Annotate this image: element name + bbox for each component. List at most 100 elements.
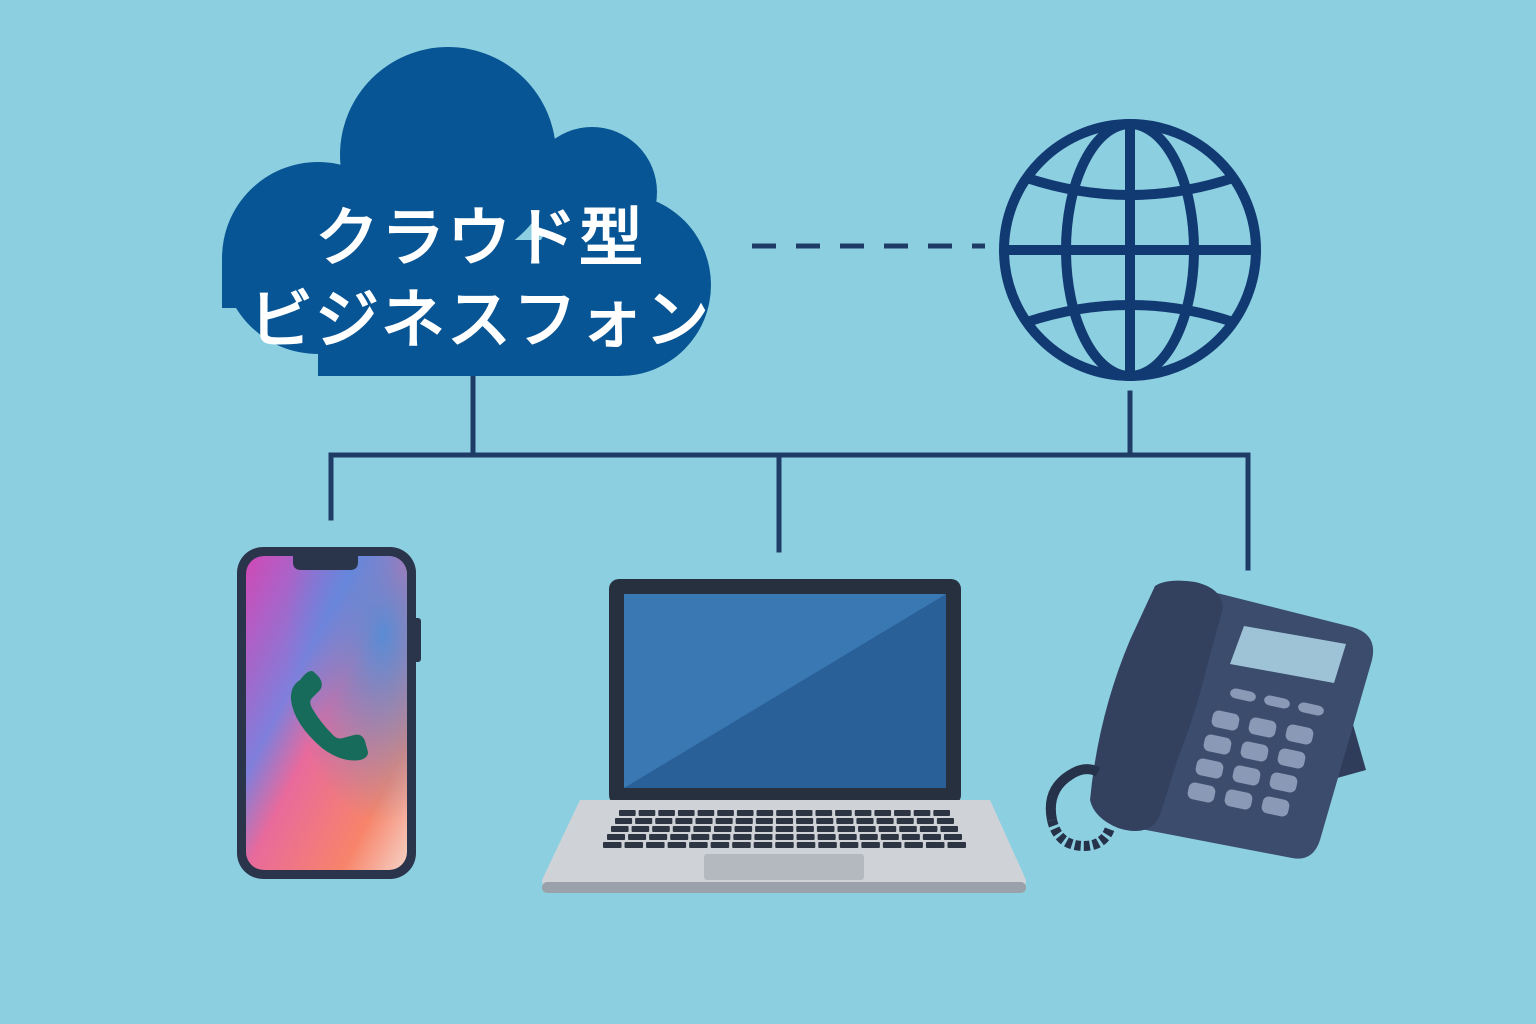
keyboard-key bbox=[816, 818, 834, 824]
keyboard-key bbox=[818, 842, 837, 848]
connection-lines bbox=[328, 373, 1251, 571]
keyboard-key bbox=[655, 818, 673, 824]
phone-display bbox=[1230, 626, 1346, 683]
keyboard-key bbox=[796, 826, 814, 832]
keypad-key bbox=[1261, 796, 1290, 817]
keypad-key bbox=[1232, 765, 1261, 786]
keypad-key bbox=[1248, 717, 1277, 738]
keyboard-key bbox=[796, 834, 815, 840]
keyboard-key bbox=[922, 834, 941, 840]
keyboard-key bbox=[756, 810, 774, 816]
keyboard-key bbox=[901, 834, 920, 840]
keyboard-key bbox=[837, 826, 856, 832]
keyboard-key bbox=[603, 842, 622, 848]
keyboard-key bbox=[899, 826, 917, 832]
keyboard-key bbox=[732, 842, 751, 848]
keyboard-key bbox=[882, 842, 902, 848]
keyboard-key bbox=[652, 826, 670, 832]
keyboard-key bbox=[733, 834, 752, 840]
keyboard-key bbox=[836, 818, 854, 824]
keyboard-key bbox=[689, 842, 708, 848]
keypad-key bbox=[1224, 789, 1253, 810]
keyboard-key bbox=[670, 834, 689, 840]
globe-icon bbox=[999, 119, 1261, 381]
keyboard-key bbox=[667, 842, 687, 848]
keyboard-key bbox=[835, 810, 852, 816]
desk-phone-icon bbox=[1045, 580, 1374, 859]
keyboard-key bbox=[916, 818, 934, 824]
function-key bbox=[1264, 695, 1290, 709]
keyboard-key bbox=[624, 842, 644, 848]
keyboard-key bbox=[638, 810, 656, 816]
keyboard-key bbox=[658, 810, 675, 816]
keyboard bbox=[603, 810, 966, 848]
keypad bbox=[1187, 688, 1324, 817]
keypad-key bbox=[1277, 748, 1306, 769]
keyboard-key bbox=[880, 834, 899, 840]
keyboard-key bbox=[712, 834, 731, 840]
keyboard-key bbox=[649, 834, 668, 840]
keyboard-key bbox=[615, 818, 633, 824]
keyboard-key bbox=[904, 842, 923, 848]
cloud-label: クラウド型 ビジネスフォン bbox=[230, 198, 730, 362]
keyboard-key bbox=[940, 826, 958, 832]
keyboard-key bbox=[646, 842, 665, 848]
keyboard-key bbox=[672, 826, 691, 832]
keyboard-key bbox=[619, 810, 636, 816]
keypad-key bbox=[1203, 734, 1232, 755]
keyboard-key bbox=[611, 826, 629, 832]
keyboard-key bbox=[713, 826, 732, 832]
keypad-key bbox=[1211, 710, 1240, 731]
keyboard-key bbox=[607, 834, 626, 840]
keyboard-key bbox=[715, 818, 733, 824]
keyboard-key bbox=[817, 834, 836, 840]
keyboard-key bbox=[775, 826, 794, 832]
keyboard-key bbox=[815, 810, 833, 816]
cloud-label-line2: ビジネスフォン bbox=[249, 284, 711, 358]
keyboard-key bbox=[839, 842, 859, 848]
keypad-key bbox=[1285, 724, 1314, 745]
laptop-icon bbox=[542, 579, 1026, 893]
keyboard-key bbox=[878, 826, 897, 832]
cloud-icon bbox=[222, 47, 711, 376]
keyboard-key bbox=[754, 834, 773, 840]
keyboard-key bbox=[796, 818, 814, 824]
keyboard-key bbox=[753, 842, 773, 848]
keyboard-key bbox=[755, 818, 773, 824]
keyboard-key bbox=[859, 834, 878, 840]
cloud-label-line1: クラウド型 bbox=[315, 202, 645, 276]
keyboard-key bbox=[861, 842, 880, 848]
keypad-key bbox=[1195, 758, 1224, 779]
function-key bbox=[1298, 702, 1324, 716]
keyboard-key bbox=[876, 818, 894, 824]
keyboard-key bbox=[710, 842, 730, 848]
smartphone-icon bbox=[237, 547, 421, 879]
keyboard-key bbox=[816, 826, 835, 832]
keyboard-key bbox=[896, 818, 914, 824]
keyboard-key bbox=[635, 818, 653, 824]
keyboard-key bbox=[775, 834, 794, 840]
keyboard-key bbox=[925, 842, 945, 848]
keyboard-key bbox=[691, 834, 710, 840]
keypad-key bbox=[1240, 741, 1269, 762]
keyboard-key bbox=[776, 810, 793, 816]
keyboard-key bbox=[775, 818, 794, 824]
keypad-key bbox=[1187, 782, 1216, 803]
keyboard-key bbox=[675, 818, 693, 824]
keyboard-key bbox=[936, 818, 954, 824]
keyboard-key bbox=[735, 818, 753, 824]
keyboard-key bbox=[874, 810, 892, 816]
keyboard-key bbox=[854, 810, 872, 816]
keypad-key bbox=[1269, 772, 1298, 793]
keyboard-key bbox=[693, 826, 711, 832]
keyboard-key bbox=[734, 826, 753, 832]
keyboard-key bbox=[933, 810, 950, 816]
keyboard-key bbox=[947, 842, 966, 848]
keyboard-key bbox=[943, 834, 962, 840]
keyboard-key bbox=[628, 834, 647, 840]
keyboard-key bbox=[736, 810, 754, 816]
keyboard-key bbox=[775, 842, 794, 848]
keyboard-key bbox=[717, 810, 734, 816]
